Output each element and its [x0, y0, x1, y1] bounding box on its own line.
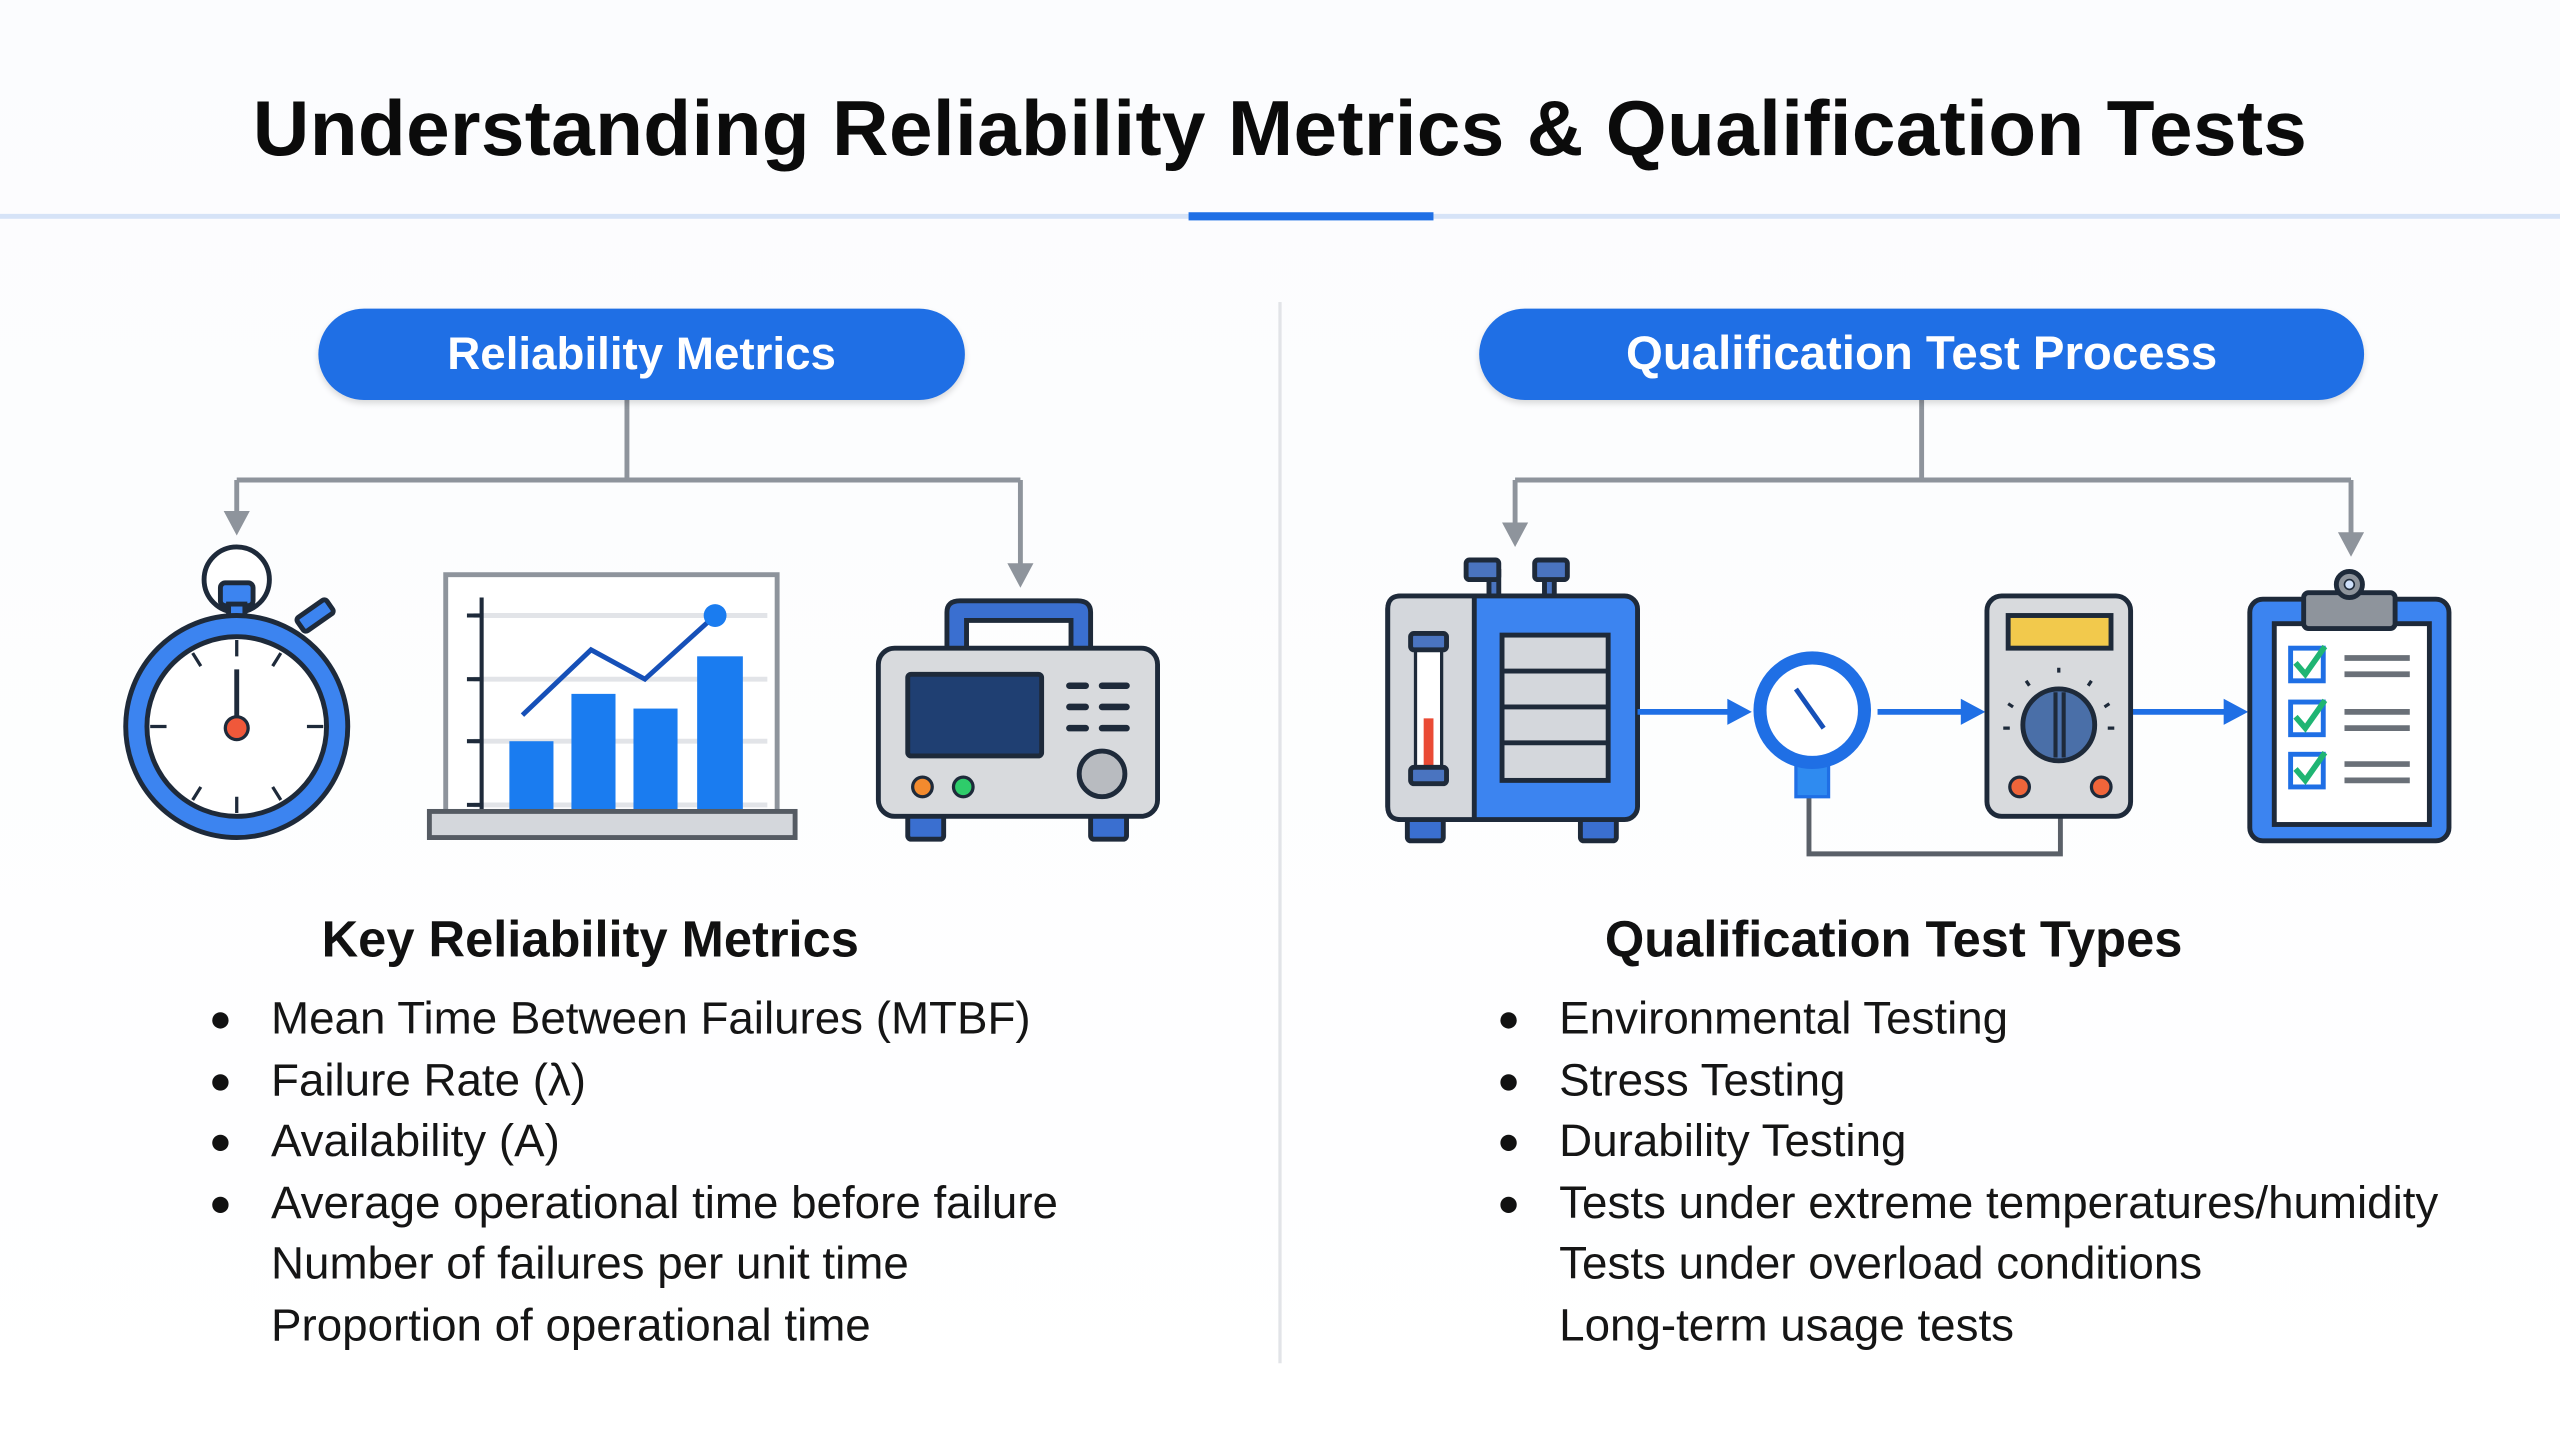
qualification-test-types-list: Environmental Testing Stress Testing Dur… [1500, 988, 2438, 1356]
list-item: Failure Rate (λ) [212, 1049, 1058, 1110]
list-item: Environmental Testing [1500, 988, 2438, 1049]
flow-arrows [1637, 698, 2249, 725]
checkbox-checked-icon [2288, 645, 2326, 790]
environmental-chamber-icon [1385, 557, 1640, 844]
left-connector [234, 399, 1023, 569]
list-item: Durability Testing [1500, 1111, 2438, 1172]
checklist-clipboard-icon [2247, 568, 2452, 844]
list-item-continuation: Number of failures per unit time [271, 1238, 909, 1289]
arrow-down-icon [1502, 522, 2365, 557]
bar-chart-icon [426, 572, 798, 840]
chart-bars [509, 656, 743, 815]
stopwatch-icon [123, 544, 351, 840]
page-title: Understanding Reliability Metrics & Qual… [252, 86, 2308, 174]
list-item: Stress Testing [1500, 1049, 2438, 1110]
column-divider [1278, 302, 1282, 1364]
reliability-metrics-pill: Reliability Metrics [318, 308, 965, 400]
qualification-test-types-heading: Qualification Test Types [1604, 911, 2183, 969]
qualification-test-process-pill: Qualification Test Process [1479, 308, 2365, 400]
list-item: Tests under extreme temperatures/humidit… [1500, 1172, 2438, 1233]
right-connector [1512, 399, 2354, 536]
list-item: Availability (A) [212, 1111, 1058, 1172]
list-item-continuation: Proportion of operational time [271, 1299, 871, 1351]
header-accent [1188, 212, 1434, 221]
multimeter-icon [1984, 593, 2134, 819]
reliability-metrics-list: Mean Time Between Failures (MTBF) Failur… [212, 988, 1058, 1356]
list-item: Average operational time before failure [212, 1172, 1058, 1233]
wire-connector [1806, 796, 2063, 857]
key-reliability-metrics-heading: Key Reliability Metrics [321, 911, 859, 969]
list-item-continuation: Long-term usage tests [1559, 1299, 2015, 1351]
list-item-continuation: Tests under overload conditions [1559, 1238, 2203, 1289]
test-equipment-icon [875, 598, 1160, 842]
list-item: Mean Time Between Failures (MTBF) [212, 988, 1058, 1049]
pressure-gauge-icon [1753, 651, 1872, 799]
